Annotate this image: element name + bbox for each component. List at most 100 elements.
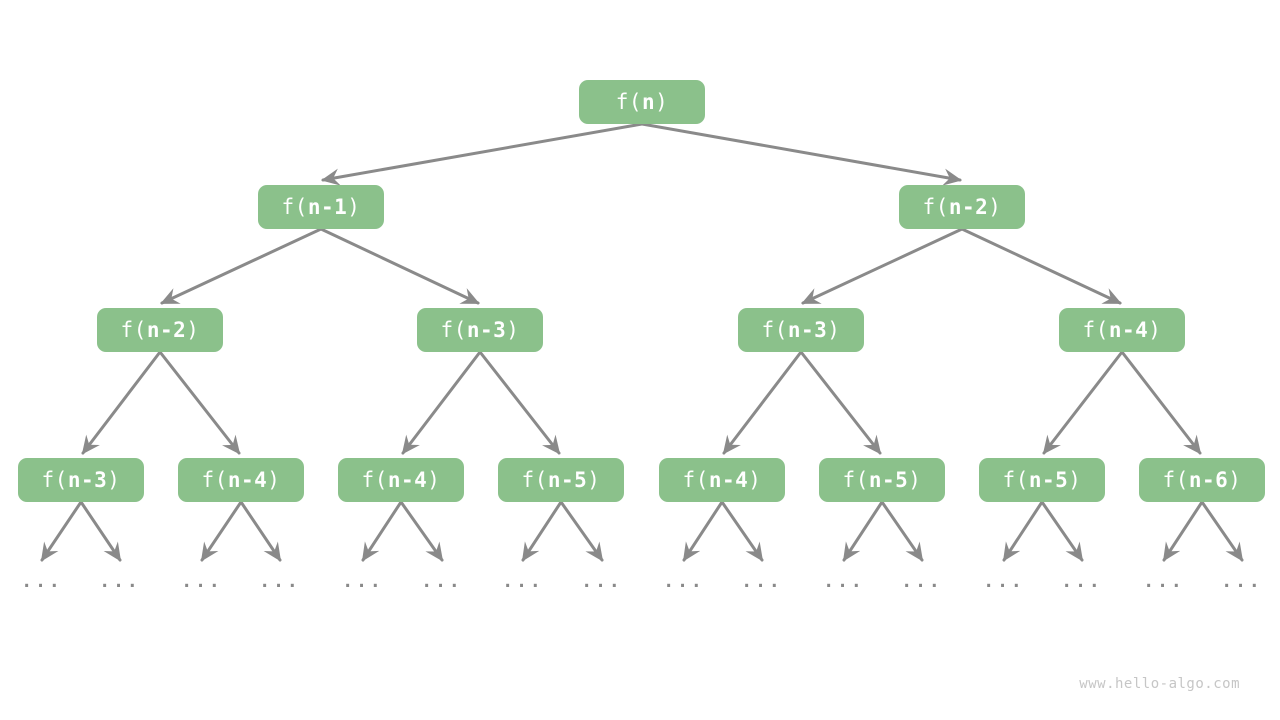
node-label-arg: n-4 [1108,318,1149,342]
ellipsis-label: ... [1061,571,1103,592]
edge-arrow [40,500,83,562]
edge-arrow [160,227,323,305]
node-label-arg: n-2 [146,318,187,342]
edge-arrow [720,500,764,562]
tree-node: f(n-4) [1059,308,1185,352]
ellipsis-label: ... [99,571,141,592]
ellipsis-label: ... [181,571,223,592]
node-label-suffix: ) [1228,468,1242,492]
tree-node: f(n-3) [18,458,144,502]
edge-arrow [521,500,563,562]
edge-arrow [799,350,882,455]
tree-node: f(n-6) [1139,458,1265,502]
edge-arrow [81,350,162,455]
node-label-arg: n-5 [1028,468,1069,492]
node-label-arg: n-2 [948,195,989,219]
ellipsis-label: ... [1221,571,1263,592]
node-label-prefix: f( [682,468,709,492]
tree-node: f(n-5) [498,458,624,502]
node-label-prefix: f( [521,468,548,492]
tree-node: f(n-2) [97,308,223,352]
ellipsis-label: ... [342,571,384,592]
node-label-suffix: ) [347,195,361,219]
node-label-prefix: f( [922,195,949,219]
node-label-arg: n-3 [787,318,828,342]
tree-node-root: f(n) [579,80,705,124]
tree-node: f(n-5) [979,458,1105,502]
edge-arrow [1200,500,1244,562]
node-label-suffix: ) [655,90,669,114]
node-label-suffix: ) [988,195,1002,219]
watermark: www.hello-algo.com [1079,676,1240,692]
node-label-arg: n-4 [708,468,749,492]
edge-arrow [79,500,122,562]
node-label-prefix: f( [615,90,642,114]
edge-arrow [478,350,561,455]
edge-arrow [842,500,884,562]
node-label-suffix: ) [587,468,601,492]
node-label-suffix: ) [186,318,200,342]
tree-node: f(n-3) [738,308,864,352]
node-label-prefix: f( [1162,468,1189,492]
node-label-suffix: ) [748,468,762,492]
edge-arrow [399,500,444,562]
node-label-prefix: f( [440,318,467,342]
node-label-arg: n-5 [868,468,909,492]
ellipsis-label: ... [983,571,1025,592]
node-label-arg: n-3 [67,468,108,492]
edge-arrow [640,122,962,186]
ellipsis-label: ... [421,571,463,592]
node-label-suffix: ) [908,468,922,492]
node-label-prefix: f( [281,195,308,219]
tree-node: f(n-4) [338,458,464,502]
edge-arrow [960,227,1122,305]
ellipsis-label: ... [581,571,623,592]
tree-node: f(n-4) [178,458,304,502]
tree-node: f(n-5) [819,458,945,502]
node-label-suffix: ) [267,468,281,492]
ellipsis-label: ... [502,571,544,592]
ellipsis-label: ... [1143,571,1185,592]
edge-arrow [321,122,644,186]
edge-arrow [361,500,403,562]
node-label-prefix: f( [120,318,147,342]
edge-arrow [158,350,241,455]
ellipsis-label: ... [741,571,783,592]
edge-arrow [319,227,480,305]
tree-node: f(n-3) [417,308,543,352]
node-label-prefix: f( [1082,318,1109,342]
edge-arrow [880,500,924,562]
tree-node: f(n-1) [258,185,384,229]
ellipsis-label: ... [259,571,301,592]
node-label-prefix: f( [361,468,388,492]
edge-arrow [801,227,964,305]
node-label-suffix: ) [1068,468,1082,492]
edge-arrow [682,500,724,562]
node-label-arg: n-5 [547,468,588,492]
tree-node: f(n-4) [659,458,785,502]
node-label-arg: n-4 [227,468,268,492]
edge-arrow [1120,350,1202,455]
node-label-prefix: f( [41,468,68,492]
edge-arrow [200,500,243,562]
node-label-suffix: ) [827,318,841,342]
node-label-suffix: ) [506,318,520,342]
edge-arrow [1040,500,1084,562]
node-label-suffix: ) [427,468,441,492]
node-label-suffix: ) [1148,318,1162,342]
edge-arrow [722,350,803,455]
ellipsis-label: ... [823,571,865,592]
node-label-prefix: f( [201,468,228,492]
ellipsis-label: ... [663,571,705,592]
node-label-arg: n-6 [1188,468,1229,492]
node-label-suffix: ) [107,468,121,492]
tree-node: f(n-2) [899,185,1025,229]
edge-arrow [1162,500,1204,562]
node-label-arg: n-3 [466,318,507,342]
node-label-arg: n-1 [307,195,348,219]
ellipsis-label: ... [21,571,63,592]
node-label-arg: n [641,90,656,114]
edge-arrow [401,350,482,455]
